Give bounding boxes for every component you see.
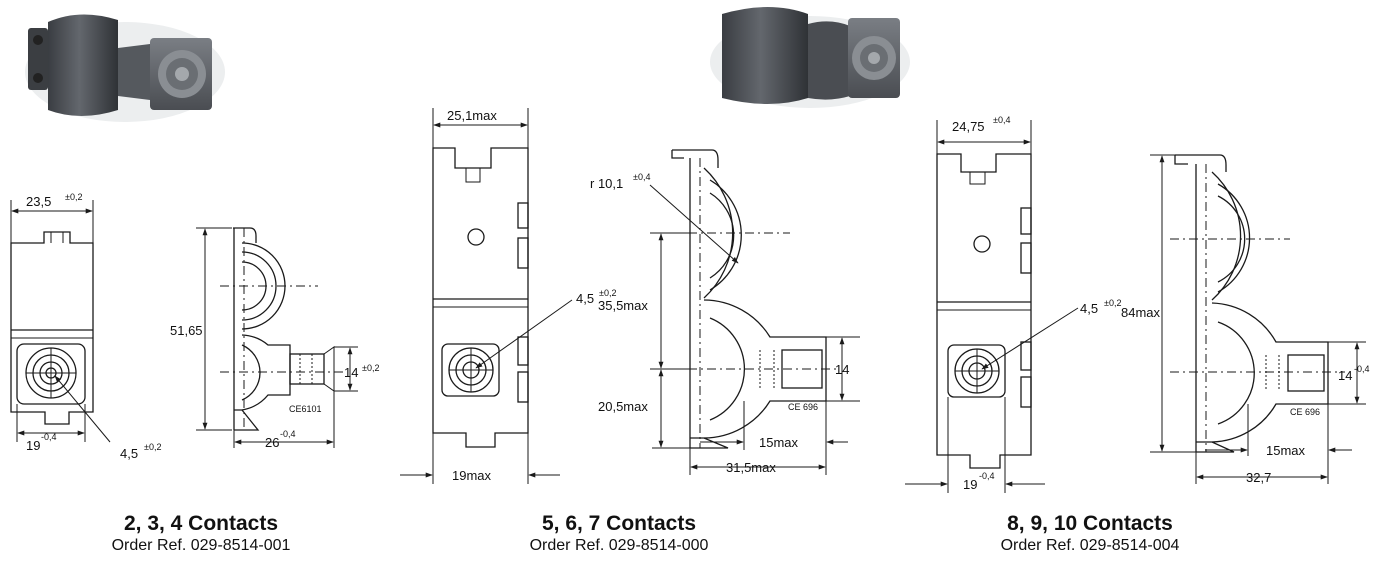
p1-width-tolerance: ±0,2 [65, 192, 82, 202]
p2-base-label: 19max [452, 468, 492, 483]
p2-plug-length-label: 15max [759, 435, 799, 450]
p1-depth-tolerance: -0,4 [280, 429, 296, 439]
p2-bottom-label: 20,5max [598, 399, 648, 414]
p1-plug-label: 14 [344, 365, 358, 380]
product-1-caption: 2, 3, 4 Contacts Order Ref. 029-8514-001 [31, 512, 371, 556]
product-2-order-ref: Order Ref. 029-8514-000 [529, 537, 709, 554]
product-2-caption: 5, 6, 7 Contacts Order Ref. 029-8514-000 [449, 512, 789, 556]
product-1-front-view [10, 200, 111, 443]
product-1-order-ref: Order Ref. 029-8514-001 [111, 537, 291, 554]
p3-plug-length-label: 15max [1266, 443, 1306, 458]
p1-drawing-code: CE6101 [289, 404, 322, 414]
p3-hole-label: 4,5 [1080, 301, 1098, 316]
p1-base-tolerance: -0,4 [41, 432, 57, 442]
product-2-front-view [400, 108, 573, 484]
p2-plug-label: 14 [835, 362, 849, 377]
p3-depth-label: 32,7 [1246, 470, 1271, 485]
p1-hole-label: 4,5 [120, 446, 138, 461]
p3-drawing-code: CE 696 [1290, 407, 1320, 417]
p2-pitch-label: 35,5max [598, 298, 648, 313]
p1-base-label: 19 [26, 438, 40, 453]
product-3-title: 8, 9, 10 Contacts [1007, 512, 1173, 535]
p1-width-label: 23,5 [26, 194, 51, 209]
product-1-side-view [196, 227, 358, 448]
p3-width-label: 24,75 [952, 119, 985, 134]
product-1-title: 2, 3, 4 Contacts [123, 512, 279, 535]
product-photo-1 [25, 14, 225, 122]
p1-plug-tolerance: ±0,2 [362, 363, 379, 373]
product-2-title: 5, 6, 7 Contacts [541, 512, 697, 535]
product-photo-2 [710, 7, 910, 108]
p2-drawing-code: CE 696 [788, 402, 818, 412]
product-3-order-ref: Order Ref. 029-8514-004 [1000, 537, 1180, 554]
p2-radius-tolerance: ±0,4 [633, 172, 650, 182]
p3-base-label: 19 [963, 477, 977, 492]
p3-plug-tolerance: -0,4 [1354, 364, 1370, 374]
p2-width-label: 25,1max [447, 108, 497, 123]
p3-plug-label: 14 [1338, 368, 1352, 383]
product-3-caption: 8, 9, 10 Contacts Order Ref. 029-8514-00… [920, 512, 1260, 556]
product-3-front-view [905, 120, 1079, 493]
p2-hole-tolerance: ±0,2 [599, 288, 616, 298]
p3-hole-tolerance: ±0,2 [1104, 298, 1121, 308]
p3-height-label: 84max [1121, 305, 1161, 320]
p3-width-tolerance: ±0,4 [993, 115, 1010, 125]
p2-hole-label: 4,5 [576, 291, 594, 306]
p1-hole-tolerance: ±0,2 [144, 442, 161, 452]
p2-depth-label: 31,5max [726, 460, 776, 475]
p2-radius-label: r 10,1 [590, 176, 623, 191]
product-2-side-view [649, 149, 860, 475]
p1-depth-label: 26 [265, 435, 279, 450]
product-3-side-view [1150, 154, 1366, 484]
p1-height-label: 51,65 [170, 323, 203, 338]
p3-base-tolerance: -0,4 [979, 471, 995, 481]
